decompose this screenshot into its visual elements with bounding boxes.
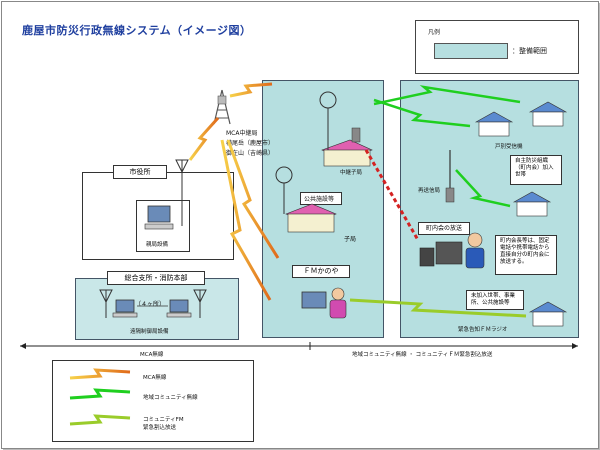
branch-link-label: （４ヶ所） bbox=[135, 301, 166, 308]
branch-antenna-right-icon bbox=[193, 289, 207, 318]
public-facility-box bbox=[300, 192, 342, 205]
legend-label: 凡例 bbox=[428, 29, 441, 36]
phone-caller-icon bbox=[419, 232, 485, 269]
community-links bbox=[373, 85, 521, 208]
mca-links bbox=[188, 82, 280, 301]
legend-fm-label-1: コミュニティFM bbox=[143, 417, 184, 423]
relay-station-name: MCA中継局 bbox=[226, 130, 258, 137]
public-facility-building-icon bbox=[275, 166, 337, 233]
relay-station-detail1: 横尾岳（鹿屋市） bbox=[226, 140, 275, 147]
fm-title: ＦＭかのや bbox=[292, 265, 350, 278]
bottom-legend: MCA無線 地域コミュニティ無線 コミュニティFM 緊急割込放送 bbox=[52, 360, 254, 442]
master-station-computer-icon bbox=[144, 205, 183, 230]
house-icon-2 bbox=[474, 111, 514, 137]
legend-box: 凡例 ：整備範囲 bbox=[415, 20, 579, 74]
legend-mca-label: MCA無線 bbox=[143, 375, 167, 381]
legend-community-symbol bbox=[69, 388, 131, 400]
house-icon-1 bbox=[528, 101, 568, 127]
relay-dashed-link bbox=[364, 149, 420, 241]
page-title: 鹿屋市防災行政無線システム（イメージ図） bbox=[22, 24, 252, 37]
non-member-text: 未加入世帯、事業所、公共施設等 bbox=[471, 293, 516, 306]
legend-swatch bbox=[434, 43, 508, 59]
relay-station-detail2: 御在山（吉崎県） bbox=[226, 150, 275, 157]
fm-operator-icon bbox=[301, 287, 347, 319]
community-org-text: 自主防災組織（町内会）加入世帯 bbox=[515, 158, 554, 178]
branch-title: 総合支所・消防本部 bbox=[107, 271, 205, 285]
legend-mca-symbol bbox=[69, 368, 131, 380]
relay-child-label: 中継子局 bbox=[340, 170, 363, 176]
community-callout-text: 町内会長等は、固定電話や携帯電話から直接自分の町内会に放送する。 bbox=[500, 238, 550, 265]
legend-swatch-text: ：整備範囲 bbox=[512, 47, 547, 55]
zone-branch bbox=[75, 278, 239, 340]
community-org-box: 自主防災組織（町内会）加入世帯 bbox=[510, 155, 562, 185]
legend-community-label: 地域コミュニティ無線 bbox=[143, 395, 198, 401]
fm-radio-label: 緊急告知ＦＭラジオ bbox=[458, 327, 508, 333]
range-axis bbox=[20, 342, 578, 350]
branch-computer-left-icon bbox=[112, 299, 138, 318]
non-member-box: 未加入世帯、事業所、公共施設等 bbox=[466, 290, 524, 310]
relay-tower-icon bbox=[213, 89, 231, 125]
branch-computer-right-icon bbox=[166, 299, 192, 318]
master-station-label: 親局設備 bbox=[146, 242, 169, 248]
child-station-label: 子局 bbox=[344, 236, 357, 243]
fm-emergency-link bbox=[349, 298, 527, 318]
axis-left-label: MCA無線 bbox=[140, 352, 164, 358]
house-icon-3 bbox=[512, 191, 552, 217]
axis-right-label: 地域コミュニティ無線 ・ コミュニティＦＭ緊急割込放送 bbox=[352, 352, 493, 358]
branch-equipment-label: 遠隔制御局設備 bbox=[130, 329, 169, 335]
city-hall-antenna-icon bbox=[175, 159, 189, 205]
retransmit-tower-icon bbox=[445, 150, 455, 203]
branch-antenna-left-icon bbox=[99, 289, 113, 318]
community-callout-box: 町内会長等は、固定電話や携帯電話から直接自分の町内会に放送する。 bbox=[495, 235, 557, 275]
household-label: 戸別受信機 bbox=[495, 144, 523, 150]
legend-fm-symbol bbox=[69, 414, 131, 426]
legend-fm-label-2: 緊急割込放送 bbox=[143, 425, 177, 431]
public-facility-label: 公共施設等 bbox=[304, 196, 335, 203]
house-icon-4 bbox=[528, 301, 568, 327]
relay-child-building-icon bbox=[319, 91, 373, 167]
community-broadcast-title: 町内会の放送 bbox=[418, 222, 470, 235]
retransmit-label: 再送信局 bbox=[418, 188, 441, 194]
city-hall-title: 市役所 bbox=[113, 165, 167, 179]
